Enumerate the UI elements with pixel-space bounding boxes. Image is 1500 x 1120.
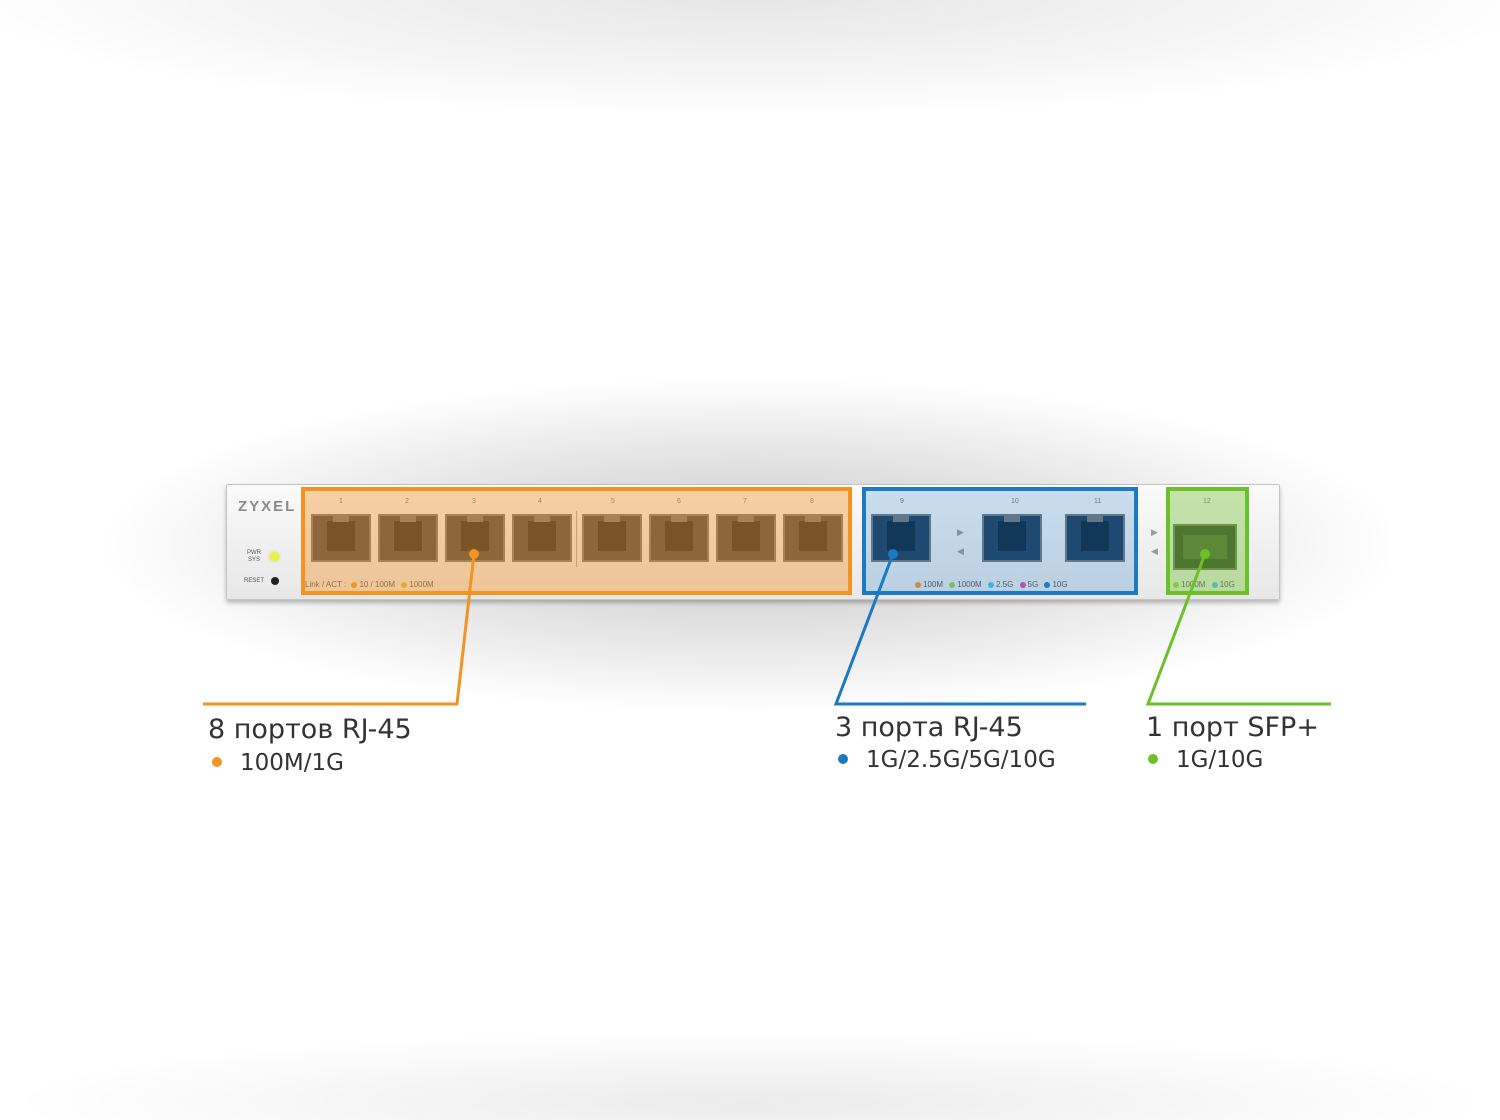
legend-dot-icon bbox=[1019, 581, 1026, 588]
callout-speed-sfp: 1G/10G bbox=[1148, 747, 1263, 773]
rj45-port-4[interactable] bbox=[512, 514, 572, 562]
pwr-label: PWR bbox=[247, 550, 261, 556]
legend-item: 10G bbox=[1052, 580, 1068, 589]
legend-item: 10 / 100M bbox=[359, 580, 396, 589]
brand-logo: ZYXEL bbox=[238, 498, 297, 515]
port-number-10: 10 bbox=[1011, 498, 1019, 505]
callout-speed-text: 1G/10G bbox=[1176, 747, 1264, 773]
background-shadow-top bbox=[0, 0, 1500, 110]
legend-rj45-10g: 100M 1000M 2.5G 5G 10G bbox=[915, 580, 1072, 589]
leader-dot-orange bbox=[469, 549, 479, 559]
leader-line-blue bbox=[833, 553, 1086, 706]
callout-speed-text: 1G/2.5G/5G/10G bbox=[866, 747, 1056, 773]
callout-speed-rj45-10g: 1G/2.5G/5G/10G bbox=[838, 747, 1056, 773]
rj45-port-5[interactable] bbox=[582, 514, 642, 562]
rj45-port-2[interactable] bbox=[378, 514, 438, 562]
pwr-sys-led bbox=[270, 552, 279, 561]
port-number-9: 9 bbox=[900, 498, 904, 505]
legend-dot-icon bbox=[1044, 581, 1051, 588]
port-number-7: 7 bbox=[743, 498, 747, 505]
legend-item: 100M bbox=[923, 580, 944, 589]
leader-dot-green bbox=[1200, 549, 1210, 559]
legend-dot-icon bbox=[987, 581, 994, 588]
callout-title-sfp: 1 порт SFP+ bbox=[1146, 712, 1319, 743]
port-number-1: 1 bbox=[339, 498, 343, 505]
legend-rj45-1g: Link / ACT : 10 / 100M 1000M bbox=[305, 580, 438, 589]
legend-dot-icon bbox=[1211, 581, 1218, 588]
legend-dot-icon bbox=[949, 581, 956, 588]
highlight-rj45-1g-group bbox=[301, 487, 852, 595]
rj45-10g-port-11[interactable] bbox=[1065, 514, 1125, 562]
bullet-dot-icon bbox=[1148, 753, 1158, 764]
port-number-8: 8 bbox=[810, 498, 814, 505]
callout-title-rj45-1g: 8 портов RJ-45 bbox=[208, 714, 412, 745]
leader-dot-blue bbox=[888, 549, 898, 559]
port-number-6: 6 bbox=[677, 498, 681, 505]
legend-item: 1000M bbox=[957, 580, 982, 589]
rj45-port-1[interactable] bbox=[311, 514, 371, 562]
triangle-right-icon: ▶ bbox=[1151, 528, 1158, 538]
legend-dot-icon bbox=[351, 581, 358, 588]
legend-item: 2.5G bbox=[995, 580, 1014, 589]
highlight-rj45-10g-group bbox=[862, 487, 1138, 595]
triangle-left-icon: ◀ bbox=[1151, 547, 1158, 557]
sfp-plus-port-12[interactable] bbox=[1173, 524, 1237, 570]
legend-item: 1000M bbox=[409, 580, 434, 589]
leader-line-orange bbox=[203, 553, 476, 706]
port-number-5: 5 bbox=[611, 498, 615, 505]
rj45-10g-port-9[interactable] bbox=[871, 514, 931, 562]
reset-label: RESET bbox=[243, 578, 264, 584]
rj45-port-7[interactable] bbox=[716, 514, 776, 562]
bullet-dot-icon bbox=[212, 756, 222, 767]
legend-prefix: Link / ACT : bbox=[305, 580, 347, 589]
reset-button[interactable] bbox=[271, 577, 279, 585]
legend-item: 10G bbox=[1219, 580, 1235, 589]
sys-label: SYS bbox=[247, 557, 260, 563]
callout-title-rj45-10g: 3 порта RJ-45 bbox=[835, 712, 1023, 743]
port-group-divider bbox=[576, 511, 577, 567]
bullet-dot-icon bbox=[838, 753, 848, 764]
triangle-left-icon: ◀ bbox=[957, 547, 964, 557]
port-number-3: 3 bbox=[472, 498, 476, 505]
triangle-right-icon: ▶ bbox=[957, 528, 964, 538]
highlight-sfp-group bbox=[1166, 487, 1249, 595]
legend-dot-icon bbox=[1173, 581, 1179, 588]
callout-leader-lines bbox=[203, 549, 1331, 706]
leader-line-green bbox=[1145, 553, 1331, 706]
legend-dot-icon bbox=[915, 581, 921, 588]
rj45-port-6[interactable] bbox=[649, 514, 709, 562]
port-number-2: 2 bbox=[405, 498, 409, 505]
callout-speed-text: 100M/1G bbox=[240, 750, 344, 776]
rj45-port-8[interactable] bbox=[783, 514, 843, 562]
legend-dot-icon bbox=[401, 581, 408, 588]
callout-speed-rj45-1g: 100M/1G bbox=[212, 750, 344, 776]
port-number-11: 11 bbox=[1094, 498, 1102, 505]
port-number-4: 4 bbox=[538, 498, 542, 505]
rj45-10g-port-10[interactable] bbox=[982, 514, 1042, 562]
port-number-12: 12 bbox=[1203, 498, 1211, 505]
legend-item: 5G bbox=[1027, 580, 1039, 589]
